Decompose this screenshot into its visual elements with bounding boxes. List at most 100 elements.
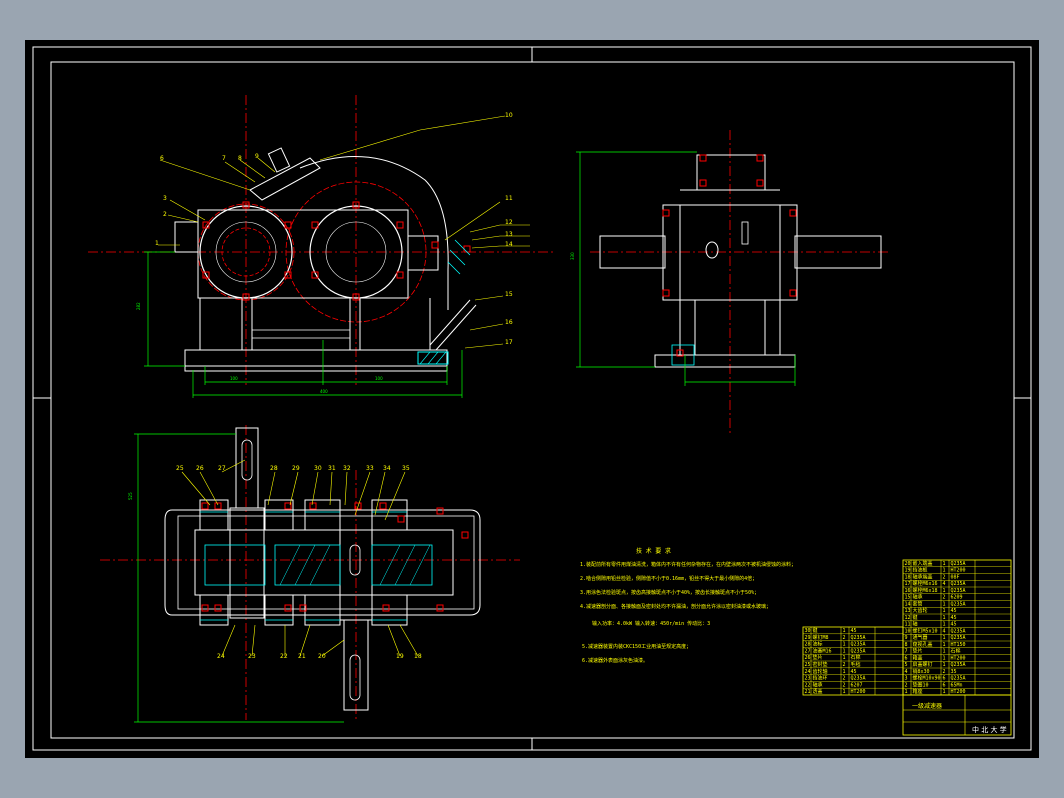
callout-13: 13 — [505, 231, 513, 238]
bom-cell: 2 — [905, 682, 908, 688]
bom-cell: 挡油板 — [913, 567, 928, 574]
bom-cell: 9 — [905, 635, 908, 641]
bom-cell: 45 — [851, 669, 857, 675]
callout-24: 24 — [217, 653, 225, 660]
bom-cell: 8 — [905, 642, 908, 648]
bom-cell: 18 — [905, 574, 911, 580]
callout-8: 8 — [238, 155, 242, 162]
callout-30: 30 — [314, 465, 322, 472]
bom-cell: Q235A — [951, 561, 966, 567]
bom-cell: HT200 — [951, 689, 966, 695]
callout-17: 17 — [505, 339, 513, 346]
bom-cell: 1 — [843, 642, 846, 648]
bom-cell: 5 — [905, 662, 908, 668]
bom-cell: 1 — [843, 669, 846, 675]
bom-cell: 6 — [905, 655, 908, 661]
plan-view: 525 25 26 27 28 29 30 31 32 33 34 35 24 … — [100, 425, 520, 723]
bom-cell: Q235A — [951, 635, 966, 641]
tech-line-6: 5.减速器装置内装CKC150工业用油至规定高度； — [582, 643, 691, 650]
institution-name: 中 北 大 学 — [972, 725, 1007, 734]
bom-cell: 2 — [943, 595, 946, 601]
bom-cell: 45 — [951, 615, 957, 621]
callout-7: 7 — [222, 155, 226, 162]
bom-cell: 1 — [943, 649, 946, 655]
title-block-name: 一级减速器 — [912, 702, 942, 710]
bom-cell: 2 — [843, 662, 846, 668]
bom-cell: Q235A — [951, 588, 966, 594]
bom-cell: 套筒 — [913, 600, 923, 607]
callout-20: 20 — [318, 653, 326, 660]
callout-27: 27 — [218, 465, 226, 472]
callout-3: 3 — [163, 195, 167, 202]
bom-cell: 26 — [805, 655, 811, 661]
bom-cell: 1 — [943, 642, 946, 648]
bom-cell: 1 — [943, 568, 946, 574]
bom-cell: 垫片 — [813, 654, 823, 661]
front-callouts: 1 2 3 6 7 8 9 10 11 12 13 14 15 16 17 — [155, 112, 513, 346]
bom-cell: Q235A — [951, 676, 966, 682]
bom-cell: 1 — [943, 662, 946, 668]
bom-cell: 轴承 — [813, 681, 823, 688]
center-marks — [33, 47, 1031, 750]
bom-cell: 1 — [943, 689, 946, 695]
bom-cell: 2 — [843, 635, 846, 641]
bom-cell: 石棉 — [851, 654, 861, 661]
callout-15: 15 — [505, 291, 513, 298]
bom-cell: 螺钉M5x10 — [913, 627, 938, 634]
bom-cell: Q235A — [851, 642, 866, 648]
callout-29: 29 — [292, 465, 300, 472]
callout-9: 9 — [255, 153, 259, 160]
callout-21: 21 — [298, 653, 306, 660]
bom-cell: 21 — [805, 689, 811, 695]
tech-line-4: 4.减速器剖分面、各接触面及密封处均不许漏油，剖分面允许涂以密封油漆或水玻璃； — [580, 603, 771, 610]
bom-cell: 19 — [905, 568, 911, 574]
callout-6: 6 — [160, 155, 164, 162]
callout-31: 31 — [328, 465, 336, 472]
bom-cell: 29 — [805, 635, 811, 641]
bom-cell: Q235A — [951, 662, 966, 668]
tech-line-1: 1.装配前所有零件用煤油清洗，箱体内不许有任何杂物存在，在内壁涂两次不被机油侵蚀… — [580, 561, 796, 568]
bom-cell: 启盖螺钉 — [913, 661, 933, 668]
bom-cell: 27 — [805, 648, 811, 654]
bom-cell: 35 — [951, 669, 957, 675]
bom-cell: 2 — [943, 669, 946, 675]
bom-cell: 嵌入端盖 — [913, 560, 933, 567]
bom-cell: 1 — [943, 615, 946, 621]
bom-cell: 7 — [905, 649, 908, 655]
bom-cell: 箱盖 — [913, 654, 923, 661]
bom-cell: 密封垫 — [813, 661, 828, 668]
bom-cell: 65Mn — [951, 682, 963, 688]
bom-cell: 6 — [943, 682, 946, 688]
bom-cell: HT200 — [951, 568, 966, 574]
bom-cell: 10 — [905, 628, 911, 634]
bom-cell: 1 — [843, 648, 846, 654]
callout-2: 2 — [163, 211, 167, 218]
front-view: 282 100 100 400 1 2 3 — [88, 95, 555, 398]
svg-text:282: 282 — [136, 302, 141, 310]
bom-cell: 25 — [805, 662, 811, 668]
bom-cell: 窥视孔盖 — [913, 641, 933, 648]
technical-requirements: 技 术 要 求 1.装配前所有零件用煤油清洗，箱体内不许有任何杂物存在，在内壁涂… — [580, 547, 796, 664]
callout-25: 25 — [176, 465, 184, 472]
bom-cell: 6207 — [851, 682, 863, 688]
bom-cell: 键 — [813, 627, 818, 634]
bom-cell: 毛毡 — [851, 661, 861, 668]
bom-cell: 轴承端盖 — [913, 573, 933, 580]
bom-cell: 3 — [905, 676, 908, 682]
bom-cell: 轴 — [913, 621, 918, 628]
callout-32: 32 — [343, 465, 351, 472]
callout-12: 12 — [505, 219, 513, 226]
bom-cell: HT150 — [951, 642, 966, 648]
callout-10: 10 — [505, 112, 513, 119]
bom-cell: 2 — [843, 676, 846, 682]
callout-16: 16 — [505, 319, 513, 326]
bom-cell: 通气器 — [913, 634, 928, 641]
bom-cell: 14 — [905, 601, 911, 607]
bom-cell: 1 — [943, 608, 946, 614]
bom-cell: 28 — [805, 642, 811, 648]
bom-cell: Q235A — [851, 676, 866, 682]
bom-cell: 45 — [851, 628, 857, 634]
bom-cell: 1 — [943, 635, 946, 641]
